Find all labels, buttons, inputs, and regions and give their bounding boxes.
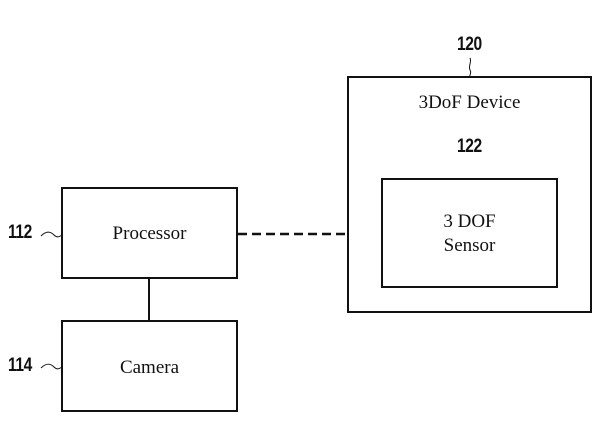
sensor-label-line2: Sensor	[443, 235, 496, 256]
ref-sensor: 122	[457, 136, 482, 157]
camera-label: Camera	[119, 357, 180, 378]
sensor-label-line1: 3 DOF	[443, 211, 496, 232]
processor-label: Processor	[112, 223, 187, 244]
camera-block: Camera	[61, 320, 238, 412]
leader-112	[40, 231, 63, 238]
leader-114	[40, 363, 63, 370]
device-label: 3DoF Device	[418, 92, 521, 113]
ref-camera: 114	[8, 355, 32, 376]
leader-120	[468, 57, 472, 78]
ref-device: 120	[457, 34, 482, 55]
ref-processor: 112	[8, 222, 32, 243]
sensor-block: 3 DOF Sensor	[381, 178, 558, 288]
processor-block: Processor	[61, 187, 238, 279]
